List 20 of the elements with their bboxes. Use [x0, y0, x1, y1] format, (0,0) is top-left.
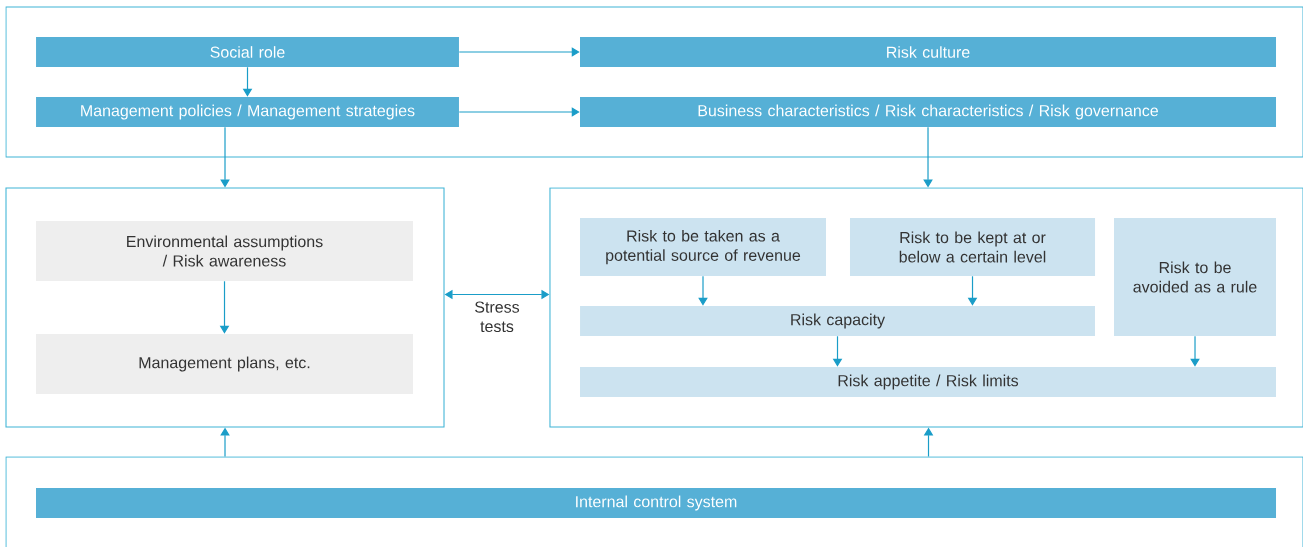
- risk-box: Risk appetite / Risk limits: [580, 367, 1276, 397]
- group-frame: [5, 456, 1303, 547]
- group-frame: [5, 6, 1303, 158]
- process-box: Environmental assumptions / Risk awareness: [35, 221, 414, 281]
- risk-box: Risk to be kept at or below a certain level: [850, 218, 1096, 276]
- process-bar: Social role: [36, 37, 459, 67]
- group-frame: [5, 187, 445, 428]
- process-bar: Internal control system: [36, 488, 1276, 518]
- arrow: [458, 107, 580, 117]
- risk-box: Risk to be taken as a potential source of revenue: [580, 218, 826, 276]
- process-bar: Risk culture: [580, 37, 1276, 67]
- risk-box: Risk to be avoided as a rule: [1114, 218, 1276, 336]
- risk-box: Risk capacity: [580, 306, 1095, 336]
- arrow: [698, 275, 708, 306]
- arrow: [458, 47, 580, 57]
- process-box: Management plans, etc.: [35, 334, 414, 394]
- process-bar: Management policies / Management strategies: [36, 97, 459, 127]
- process-bar: Business characteristics / Risk characteristics / Risk governance: [580, 97, 1276, 127]
- edge-label: Stress tests: [463, 300, 531, 334]
- arrow: [1190, 335, 1200, 367]
